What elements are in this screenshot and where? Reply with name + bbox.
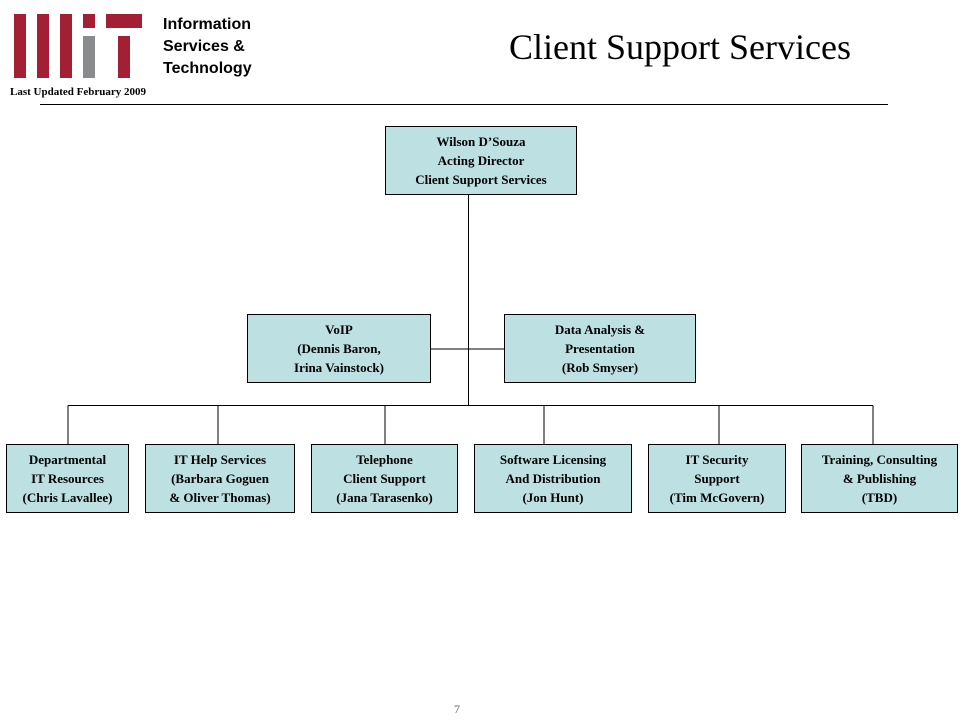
unit-box-line: (Jana Tarasenko) [336,490,433,505]
unit-box-line: (Jon Hunt) [522,490,584,505]
org-name-line: Services & [163,38,245,55]
unit-box-line: & Publishing [842,471,917,486]
page-title: Client Support Services [509,27,851,67]
mit-logo [14,14,142,78]
staff-box-line: VoIP [325,322,353,337]
unit-box-line: IT Help Services [173,452,267,467]
staff-box-data-analysis: Data Analysis & Presentation (Rob Smyser… [504,314,696,383]
logo-bar [37,14,49,78]
logo-bar [118,36,130,78]
unit-box-line: IT Security [685,452,749,467]
staff-box-voip: VoIP (Dennis Baron, Irina Vainstock) [247,314,431,383]
director-title: Acting Director [437,153,525,168]
staff-box-line: Data Analysis & [554,322,646,337]
header-divider [40,104,888,105]
unit-box-line: Departmental [28,452,107,467]
unit-box-line: (Tim McGovern) [669,490,765,505]
unit-box-it-security: IT Security Support (Tim McGovern) [648,444,786,513]
staff-box-line: (Dennis Baron, [297,341,381,356]
staff-box-line: Irina Vainstock) [294,360,384,375]
unit-box-line: Telephone [356,452,413,467]
org-name-line: Information [163,16,251,33]
unit-box-telephone-support: Telephone Client Support (Jana Tarasenko… [311,444,458,513]
director-department: Client Support Services [415,172,547,187]
org-name: Information Services & Technology [163,14,252,80]
logo-bar [83,14,95,28]
page-number: 7 [454,702,460,716]
staff-box-line: (Rob Smyser) [561,360,639,375]
staff-box-line: Presentation [565,341,635,356]
logo-bar [60,14,72,78]
unit-box-line: (Chris Lavallee) [22,490,113,505]
last-updated: Last Updated February 2009 [10,86,146,98]
org-name-line: Technology [163,60,252,77]
unit-box-line: IT Resources [31,471,104,486]
unit-box-line: Support [694,471,740,486]
unit-box-line: Training, Consulting [821,452,938,467]
unit-box-line: And Distribution [505,471,601,486]
unit-box-line: Client Support [343,471,426,486]
director-name: Wilson D’Souza [436,134,526,149]
logo-bar [83,36,95,78]
unit-box-line: (TBD) [861,490,898,505]
unit-box-software-licensing: Software Licensing And Distribution (Jon… [474,444,632,513]
unit-box-line: & Oliver Thomas) [169,490,271,505]
unit-box-departmental-it: Departmental IT Resources (Chris Lavalle… [6,444,129,513]
logo-bar [14,14,26,78]
unit-box-line: Software Licensing [499,452,607,467]
unit-box-training-consulting: Training, Consulting & Publishing (TBD) [801,444,958,513]
unit-box-it-help-services: IT Help Services (Barbara Goguen & Olive… [145,444,295,513]
unit-box-line: (Barbara Goguen [171,471,269,486]
logo-bar [106,14,142,28]
director-box: Wilson D’Souza Acting Director Client Su… [385,126,577,195]
